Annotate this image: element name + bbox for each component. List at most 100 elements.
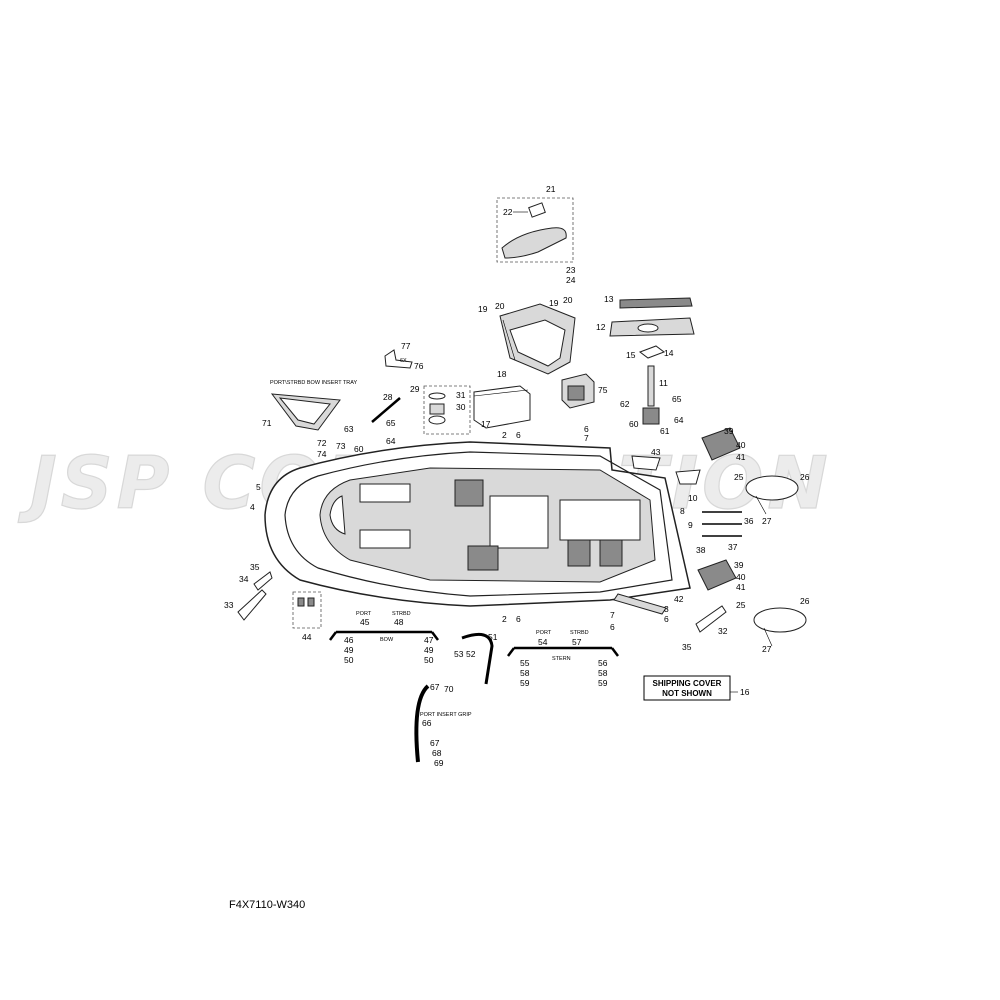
callout: 23 <box>566 265 576 275</box>
shipping-cover-line1: SHIPPING COVER <box>653 679 722 688</box>
callout: 34 <box>239 574 249 584</box>
callout: 22 <box>503 207 513 217</box>
callout: 2 <box>502 614 507 624</box>
callout: 41 <box>736 452 746 462</box>
callout: 64 <box>674 415 684 425</box>
callout: 52 <box>466 649 476 659</box>
callout: 4 <box>250 502 255 512</box>
callout: 15 <box>626 350 636 360</box>
callout: 58 <box>598 668 608 678</box>
callout: 58 <box>520 668 530 678</box>
part-43 <box>631 455 661 471</box>
callout: 35 <box>250 562 260 572</box>
callout: 3 <box>664 604 669 614</box>
callout: 63 <box>344 424 354 434</box>
label-strbd-a: STRBD <box>392 611 411 617</box>
console-part <box>499 303 576 375</box>
callout-16: 16 <box>740 687 750 697</box>
port-insert-grip <box>414 684 430 763</box>
part-10 <box>675 469 701 485</box>
hinge-right <box>695 605 727 633</box>
callout: 19 <box>478 304 488 314</box>
callout: 62 <box>620 399 630 409</box>
label-port-a: PORT <box>356 611 372 617</box>
callout: 66 <box>422 718 432 728</box>
callout: 70 <box>444 684 454 694</box>
callout: 5 <box>256 482 261 492</box>
label-strbd-b: STRBD <box>570 630 589 636</box>
callout: 46 <box>344 635 354 645</box>
callout: 50 <box>424 655 434 665</box>
callout: 41 <box>736 582 746 592</box>
callout: 13 <box>604 294 614 304</box>
swivel-seat-upper <box>745 475 799 515</box>
callout: 55 <box>520 658 530 668</box>
callout: 43 <box>651 447 661 457</box>
callout: 65 <box>386 418 396 428</box>
callout: 8 <box>680 506 685 516</box>
callout: 71 <box>262 418 272 428</box>
callout: 49 <box>344 645 354 655</box>
callout: 38 <box>696 545 706 555</box>
callout: 31 <box>456 390 466 400</box>
callout: 2 <box>502 430 507 440</box>
callout: 35 <box>682 642 692 652</box>
rail-42 <box>613 593 667 615</box>
label-port-b: PORT <box>536 630 552 636</box>
callout: 74 <box>317 449 327 459</box>
callout: 10 <box>688 493 698 503</box>
callout: 26 <box>800 472 810 482</box>
callout: 12 <box>596 322 606 332</box>
callout: 28 <box>383 392 393 402</box>
callout: 48 <box>394 617 404 627</box>
callout: 20 <box>563 295 573 305</box>
callout: 11 <box>659 378 668 388</box>
callout: 27 <box>762 516 772 526</box>
callout: 36 <box>744 516 754 526</box>
callout: 30 <box>456 402 466 412</box>
callout: 39 <box>734 560 744 570</box>
callout: 59 <box>520 678 530 688</box>
callout: 42 <box>674 594 684 604</box>
callout: 40 <box>736 440 746 450</box>
callout: 60 <box>354 444 364 454</box>
callout: 6 <box>610 622 615 632</box>
part-group-21 <box>496 197 574 263</box>
boarding-step-upper <box>701 427 741 461</box>
callout: 45 <box>360 617 370 627</box>
callout: 29 <box>410 384 420 394</box>
callout-numbers: 21 22 23 24 19 20 20 19 13 12 15 14 77 7… <box>224 184 810 768</box>
callout: 17 <box>481 419 491 429</box>
hinge-left <box>237 571 273 621</box>
grab-handle-51 <box>461 632 494 685</box>
callout: 21 <box>546 184 556 194</box>
pedestal-part <box>638 345 666 425</box>
callout: 6 <box>664 614 669 624</box>
callout: 37 <box>728 542 738 552</box>
callout: 39 <box>724 426 734 436</box>
callout: 57 <box>572 637 582 647</box>
callout: 49 <box>424 645 434 655</box>
callout: 25 <box>734 472 744 482</box>
callout: 32 <box>718 626 728 636</box>
diagram-code: F4X7110-W340 <box>229 899 305 911</box>
callout: 77 <box>401 341 411 351</box>
callout: 44 <box>302 632 312 642</box>
callout: 27 <box>762 644 772 654</box>
bow-insert-tray <box>270 393 341 431</box>
callout: 50 <box>344 655 354 665</box>
bracket-76 <box>384 349 413 369</box>
callout: 19 <box>549 298 559 308</box>
cushion-part <box>609 297 695 337</box>
callout: 6 <box>516 614 521 624</box>
callout: 73 <box>336 441 346 451</box>
callout: 6 <box>584 424 589 434</box>
swivel-seat-lower <box>753 607 807 647</box>
latch-group-44 <box>292 591 322 629</box>
seat-block-75 <box>561 373 595 409</box>
callout: 67 <box>430 738 440 748</box>
callout: 60 <box>629 419 639 429</box>
callout: 9 <box>688 520 693 530</box>
callout: 75 <box>598 385 608 395</box>
